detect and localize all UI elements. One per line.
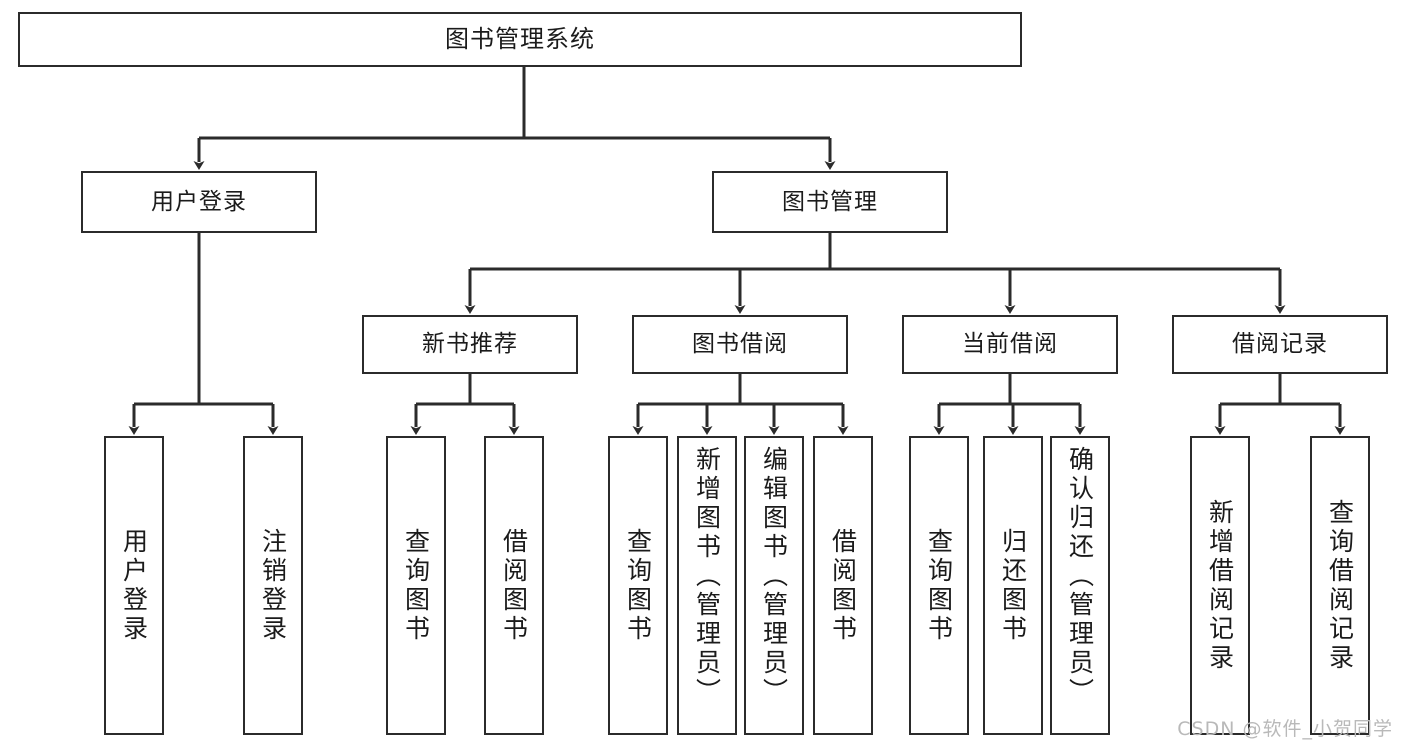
node-label: 编辑图书（管理员） <box>759 446 789 707</box>
node-label: 查询图书 <box>401 527 431 644</box>
node-new-book-recommend[interactable]: 新书推荐 <box>362 315 578 374</box>
node-current-borrow[interactable]: 当前借阅 <box>902 315 1118 374</box>
node-label: 新增图书（管理员） <box>692 446 722 707</box>
node-leaf-query-record[interactable]: 查询借阅记录 <box>1310 436 1370 735</box>
node-label: 新书推荐 <box>422 331 518 358</box>
node-leaf-add-record[interactable]: 新增借阅记录 <box>1190 436 1250 735</box>
node-leaf-query-book-1[interactable]: 查询图书 <box>386 436 446 735</box>
node-label: 当前借阅 <box>962 331 1058 358</box>
node-label: 借阅图书 <box>499 527 529 644</box>
watermark: CSDN @软件_小贺同学 <box>1177 718 1393 740</box>
node-label: 归还图书 <box>998 527 1028 644</box>
node-label: 用户登录 <box>151 188 247 215</box>
node-leaf-borrow-book-2[interactable]: 借阅图书 <box>813 436 873 735</box>
node-root[interactable]: 图书管理系统 <box>18 12 1022 67</box>
node-label: 图书管理 <box>782 188 878 215</box>
node-label: 借阅图书 <box>828 527 858 644</box>
node-leaf-edit-book[interactable]: 编辑图书（管理员） <box>744 436 804 735</box>
node-label: 新增借阅记录 <box>1205 498 1235 673</box>
node-label: 注销登录 <box>258 527 288 644</box>
node-leaf-return-book[interactable]: 归还图书 <box>983 436 1043 735</box>
node-user-login[interactable]: 用户登录 <box>81 171 317 233</box>
node-leaf-confirm-return[interactable]: 确认归还（管理员） <box>1050 436 1110 735</box>
node-leaf-borrow-book-1[interactable]: 借阅图书 <box>484 436 544 735</box>
node-book-manage[interactable]: 图书管理 <box>712 171 948 233</box>
node-leaf-query-book-3[interactable]: 查询图书 <box>909 436 969 735</box>
node-book-borrow[interactable]: 图书借阅 <box>632 315 848 374</box>
node-label: 查询图书 <box>924 527 954 644</box>
node-label: 查询借阅记录 <box>1325 498 1355 673</box>
node-label: 图书借阅 <box>692 331 788 358</box>
node-leaf-logout-login[interactable]: 注销登录 <box>243 436 303 735</box>
node-label: 借阅记录 <box>1232 331 1328 358</box>
node-leaf-add-book[interactable]: 新增图书（管理员） <box>677 436 737 735</box>
node-label: 查询图书 <box>623 527 653 644</box>
node-label: 确认归还（管理员） <box>1065 446 1095 707</box>
node-label: 图书管理系统 <box>445 24 595 53</box>
node-leaf-user-login[interactable]: 用户登录 <box>104 436 164 735</box>
node-label: 用户登录 <box>119 527 149 644</box>
node-borrow-record[interactable]: 借阅记录 <box>1172 315 1388 374</box>
node-leaf-query-book-2[interactable]: 查询图书 <box>608 436 668 735</box>
